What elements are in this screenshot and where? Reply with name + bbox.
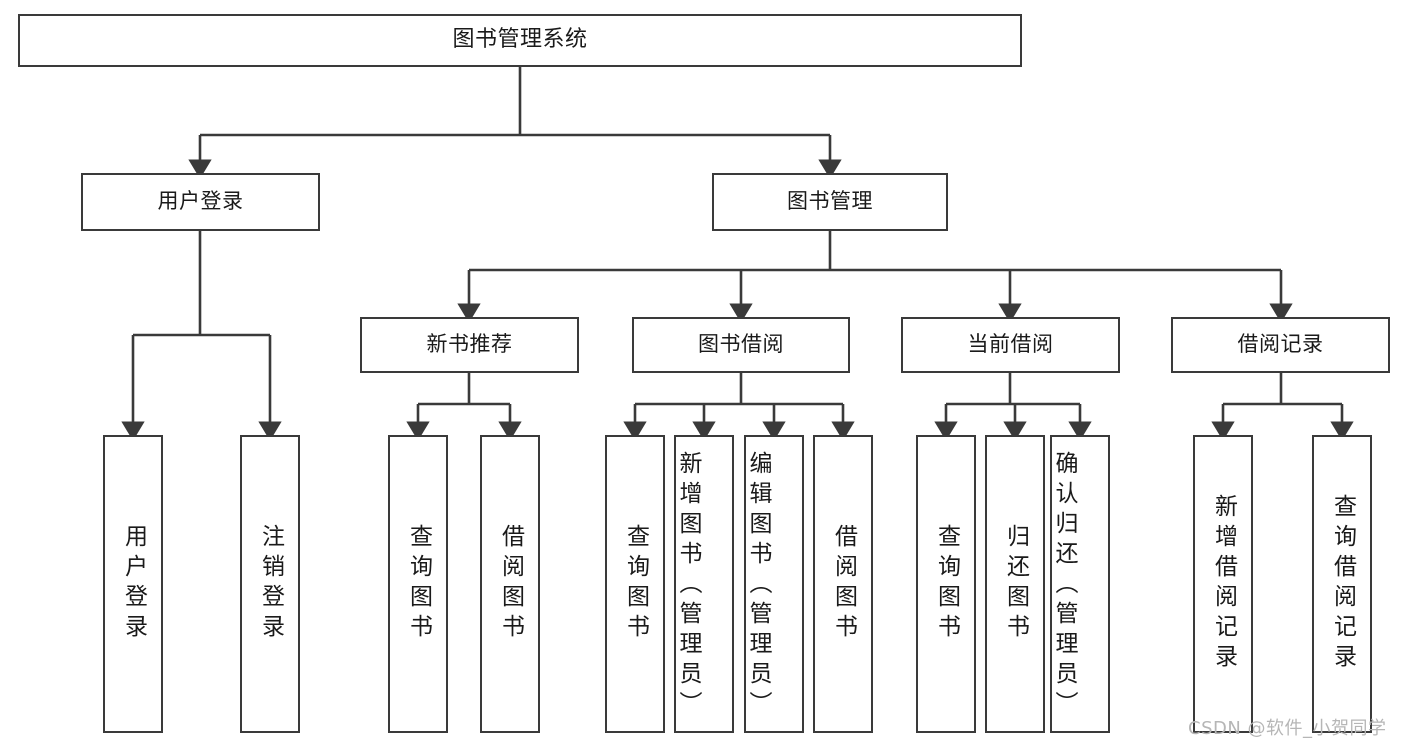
leaf-label: 查询借阅记录 — [1329, 494, 1356, 674]
leaf-label: 新增借阅记录 — [1210, 494, 1237, 674]
node-current-borrow[interactable]: 当前借阅 — [901, 317, 1120, 373]
leaf-label: 归还图书 — [1002, 524, 1029, 644]
leaf-label: 新增图书（管理员） — [675, 451, 701, 721]
leaf-label: 确认归还（管理员） — [1051, 451, 1077, 721]
leaf-confirm-return-admin[interactable]: 确认归还（管理员） — [1050, 435, 1110, 733]
leaf-label: 编辑图书（管理员） — [745, 451, 771, 721]
leaf-label: 查询图书 — [933, 524, 960, 644]
leaf-add-borrow-record[interactable]: 新增借阅记录 — [1193, 435, 1253, 733]
leaf-borrow-book-bb[interactable]: 借阅图书 — [813, 435, 873, 733]
leaf-query-borrow-record[interactable]: 查询借阅记录 — [1312, 435, 1372, 733]
node-new-book-recommend[interactable]: 新书推荐 — [360, 317, 579, 373]
leaf-label: 查询图书 — [622, 524, 649, 644]
leaf-query-book-nbr[interactable]: 查询图书 — [388, 435, 448, 733]
leaf-edit-book-admin[interactable]: 编辑图书（管理员） — [744, 435, 804, 733]
leaf-label: 借阅图书 — [830, 524, 857, 644]
leaf-logout[interactable]: 注销登录 — [240, 435, 300, 733]
node-root[interactable]: 图书管理系统 — [18, 14, 1022, 67]
leaf-label: 借阅图书 — [497, 524, 524, 644]
leaf-user-login[interactable]: 用户登录 — [103, 435, 163, 733]
leaf-borrow-book-nbr[interactable]: 借阅图书 — [480, 435, 540, 733]
leaf-return-book[interactable]: 归还图书 — [985, 435, 1045, 733]
leaf-query-book-bb[interactable]: 查询图书 — [605, 435, 665, 733]
leaf-label: 用户登录 — [120, 524, 147, 644]
leaf-label: 注销登录 — [257, 524, 284, 644]
csdn-watermark: CSDN @软件_小贺同学 — [1188, 718, 1387, 739]
node-book-management[interactable]: 图书管理 — [712, 173, 948, 231]
leaf-label: 查询图书 — [405, 524, 432, 644]
node-borrow-record[interactable]: 借阅记录 — [1171, 317, 1390, 373]
node-user-login[interactable]: 用户登录 — [81, 173, 320, 231]
leaf-query-book-cb[interactable]: 查询图书 — [916, 435, 976, 733]
leaf-add-book-admin[interactable]: 新增图书（管理员） — [674, 435, 734, 733]
node-book-borrow[interactable]: 图书借阅 — [632, 317, 850, 373]
